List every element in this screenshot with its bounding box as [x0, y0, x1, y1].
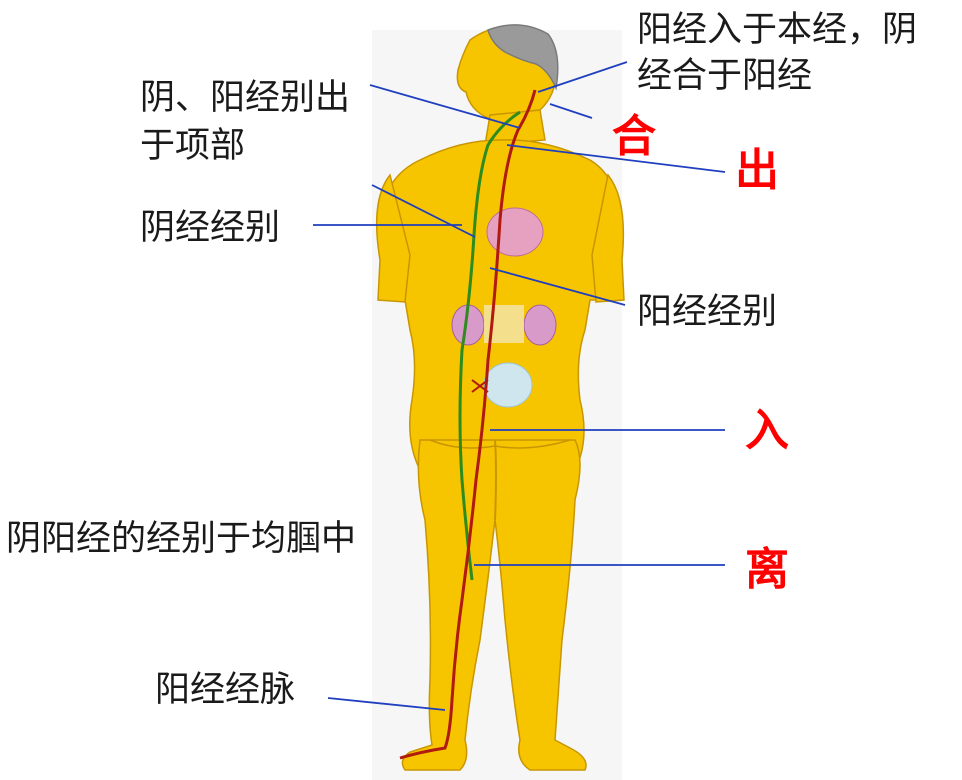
leader-yin-divergent-diag	[371, 184, 476, 238]
keyword-li: 离	[745, 544, 789, 595]
keyword-he: 合	[612, 111, 656, 162]
label-yin-divergent: 阴经经别	[140, 208, 281, 248]
label-yang-divergent: 阳经经别	[637, 292, 778, 332]
organs	[451, 207, 557, 408]
heart-organ	[486, 207, 544, 257]
yang-meridian-line	[399, 89, 537, 760]
leader-yinyang-exit	[369, 84, 521, 129]
bladder-organ	[483, 362, 533, 408]
human-body-back-view	[375, 24, 625, 771]
label-yang-into-main-line1: 阳经入于本经，阴	[637, 10, 918, 50]
keyword-ru: 入	[745, 405, 789, 456]
label-yang-into-main-line2: 经合于阳经	[637, 56, 813, 96]
leader-lines	[313, 61, 726, 711]
keyword-chu: 出	[735, 145, 779, 196]
leader-yang-divergent	[489, 267, 626, 306]
label-yang-main: 阳经经脉	[155, 670, 296, 710]
label-yinyang-exit-line1: 阴、阳经别出	[140, 78, 351, 118]
label-yinyang-exit-line2: 于项部	[140, 126, 246, 166]
right-kidney-organ	[523, 304, 557, 346]
label-popliteal: 阴阳经的经别于均腘中	[6, 519, 357, 559]
yin-divergent-meridian-line	[458, 110, 521, 581]
leader-yang-into-main	[537, 61, 628, 93]
leader-yang-main	[327, 697, 446, 711]
leader-chu	[506, 144, 726, 173]
leader-he	[549, 103, 593, 119]
